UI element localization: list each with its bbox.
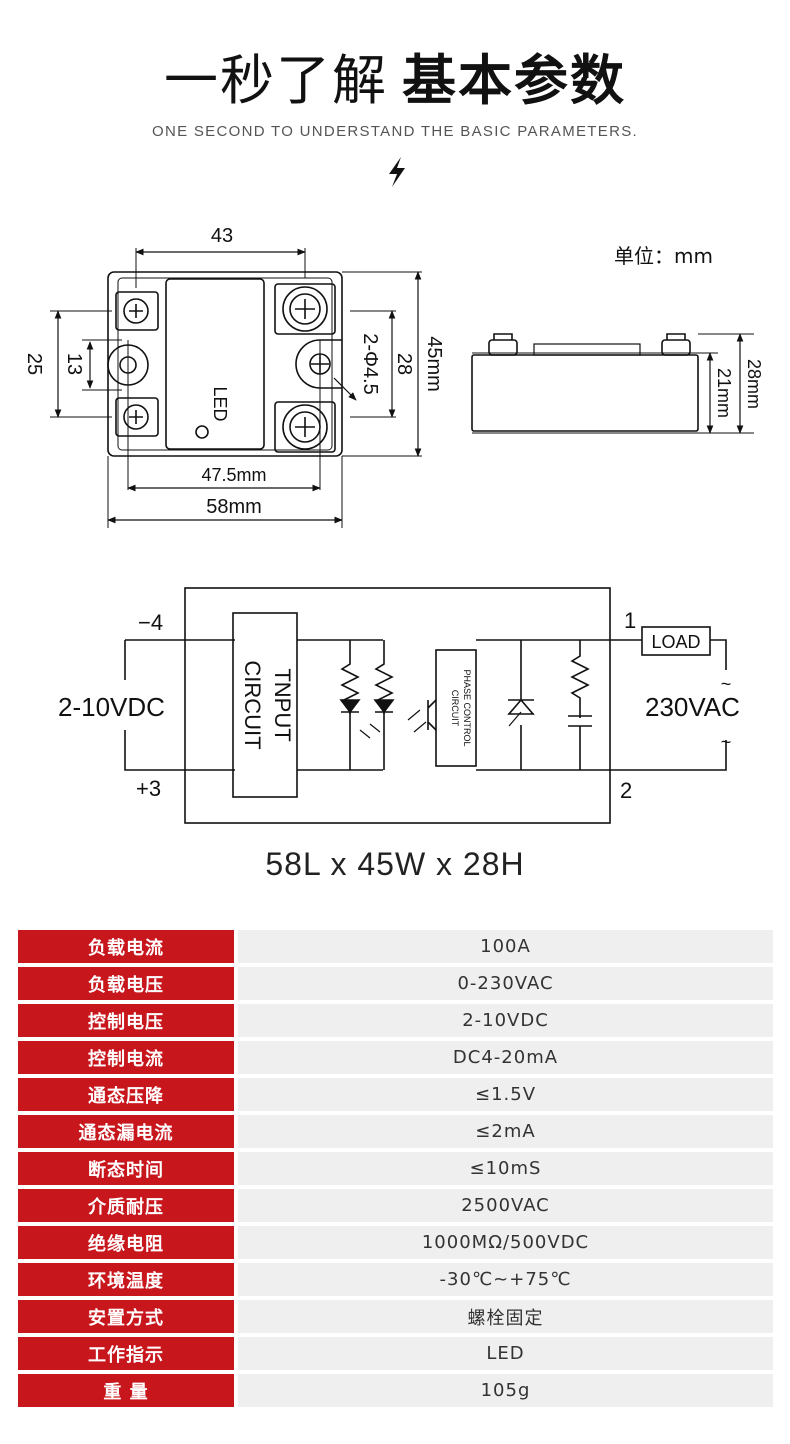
param-row: 安置方式螺栓固定 (18, 1300, 773, 1333)
input-block-line2: CIRCUIT (240, 660, 265, 749)
dim-43: 43 (211, 225, 233, 247)
param-key: 重 量 (18, 1374, 234, 1407)
tilde-top: ~ (721, 674, 732, 694)
dim-47-5: 47.5mm (201, 465, 266, 485)
param-value: 2500VAC (238, 1189, 773, 1222)
side-view (471, 333, 754, 434)
dim-45: 45mm (423, 336, 445, 392)
param-row: 断态时间≤10mS (18, 1152, 773, 1185)
param-key: 介质耐压 (18, 1189, 234, 1222)
pin-minus4: −4 (138, 610, 163, 635)
pin-plus3: +3 (136, 776, 161, 801)
page-subtitle: ONE SECOND TO UNDERSTAND THE BASIC PARAM… (152, 123, 638, 140)
dim-28-side: 28mm (744, 359, 764, 409)
param-value: ≤10mS (238, 1152, 773, 1185)
param-key: 工作指示 (18, 1337, 234, 1370)
param-gap (234, 1004, 238, 1037)
lightning-bolt-icon (389, 157, 405, 187)
param-row: 环境温度-30℃~+75℃ (18, 1263, 773, 1296)
param-gap (234, 1078, 238, 1111)
param-value: -30℃~+75℃ (238, 1263, 773, 1296)
param-key: 通态漏电流 (18, 1115, 234, 1148)
param-value: 105g (238, 1374, 773, 1407)
param-value: 1000MΩ/500VDC (238, 1226, 773, 1259)
title-bold: 基本参数 (402, 49, 626, 112)
param-gap (234, 1263, 238, 1296)
param-gap (234, 930, 238, 963)
param-value: DC4-20mA (238, 1041, 773, 1074)
param-gap (234, 1374, 238, 1407)
param-value: LED (238, 1337, 773, 1370)
tilde-bottom: ~ (721, 732, 732, 752)
param-gap (234, 967, 238, 1000)
load-label: LOAD (651, 632, 700, 652)
param-key: 控制电压 (18, 1004, 234, 1037)
param-value: 螺栓固定 (238, 1300, 773, 1333)
dim-13: 13 (63, 353, 85, 375)
param-value: 0-230VAC (238, 967, 773, 1000)
pin-1: 1 (624, 608, 636, 633)
param-gap (234, 1115, 238, 1148)
param-gap (234, 1152, 238, 1185)
pin-2: 2 (620, 778, 632, 803)
param-value: 100A (238, 930, 773, 963)
dim-58: 58mm (206, 496, 262, 518)
dim-21: 21mm (714, 368, 734, 418)
dim-hole: 2-Φ4.5 (359, 333, 381, 395)
param-key: 通态压降 (18, 1078, 234, 1111)
param-gap (234, 1226, 238, 1259)
param-gap (234, 1041, 238, 1074)
param-value: ≤1.5V (238, 1078, 773, 1111)
title-light: 一秒了解 (164, 49, 388, 112)
param-row: 通态压降≤1.5V (18, 1078, 773, 1111)
dim-25: 25 (23, 353, 45, 375)
param-key: 负载电流 (18, 930, 234, 963)
input-voltage: 2-10VDC (58, 692, 165, 722)
input-block-line1: TNPUT (270, 668, 295, 741)
circuit-diagram (124, 587, 727, 824)
param-value: ≤2mA (238, 1115, 773, 1148)
unit-label: 单位：mm (614, 244, 713, 268)
dimensions-label: 58L x 45W x 28H (265, 846, 525, 882)
param-key: 安置方式 (18, 1300, 234, 1333)
top-view (50, 248, 422, 528)
technical-drawing: 43 25 13 2-Φ4.5 28 45mm 47.5mm 58mm LED … (23, 225, 764, 824)
output-voltage: 230VAC (645, 692, 740, 722)
param-key: 控制电流 (18, 1041, 234, 1074)
phase-block-line2: CIRCUIT (450, 690, 460, 727)
param-value: 2-10VDC (238, 1004, 773, 1037)
dim-28-top: 28 (393, 353, 415, 375)
param-key: 环境温度 (18, 1263, 234, 1296)
param-gap (234, 1189, 238, 1222)
led-label: LED (210, 386, 230, 421)
param-key: 负载电压 (18, 967, 234, 1000)
param-key: 断态时间 (18, 1152, 234, 1185)
param-gap (234, 1337, 238, 1370)
param-row: 通态漏电流≤2mA (18, 1115, 773, 1148)
param-key: 绝缘电阻 (18, 1226, 234, 1259)
phase-block-line1: PHASE CONTROL (462, 669, 472, 746)
param-gap (234, 1300, 238, 1333)
page-title: 一秒了解基本参数 (0, 48, 790, 114)
